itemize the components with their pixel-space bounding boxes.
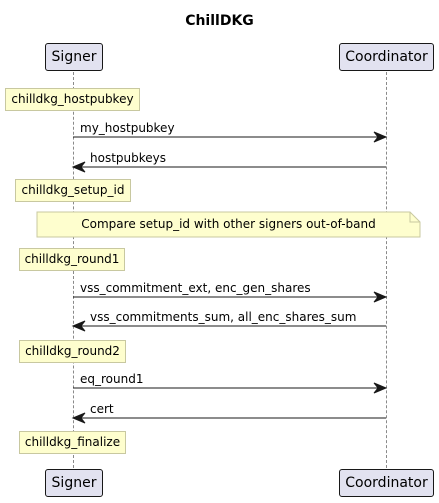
note-chilldkg-finalize: chilldkg_finalize	[19, 431, 126, 454]
label-round1-send: vss_commitment_ext, enc_gen_shares	[80, 281, 311, 295]
label-hostpubkeys: hostpubkeys	[90, 151, 167, 165]
label-round1-recv: vss_commitments_sum, all_enc_shares_sum	[90, 310, 357, 324]
signer-participant-top: Signer	[45, 43, 103, 71]
arrowhead-cert	[71, 412, 86, 424]
arrowhead-my-hostpubkey	[373, 131, 388, 143]
note-chilldkg-round2: chilldkg_round2	[19, 340, 126, 363]
note-chilldkg-setup-id: chilldkg_setup_id	[15, 179, 131, 202]
note-compare-setup-id: Compare setup_id with other signers out-…	[81, 217, 376, 231]
coordinator-lifeline	[386, 72, 387, 468]
note-compare-shape	[36, 211, 421, 238]
arrowhead-hostpubkeys	[71, 161, 86, 173]
arrowhead-round1-send	[373, 291, 388, 303]
label-cert: cert	[90, 402, 114, 416]
label-my-hostpubkey: my_hostpubkey	[80, 121, 175, 135]
signer-participant-bottom: Signer	[45, 469, 103, 497]
diagram-title: ChillDKG	[185, 13, 254, 29]
coordinator-participant-bottom: Coordinator	[339, 469, 434, 497]
label-eq-round1: eq_round1	[80, 372, 144, 386]
arrowhead-round1-recv	[71, 320, 86, 332]
note-chilldkg-hostpubkey: chilldkg_hostpubkey	[5, 88, 140, 111]
note-compare-fold	[409, 212, 420, 223]
arrowhead-eq-round1	[373, 382, 388, 394]
note-chilldkg-round1: chilldkg_round1	[19, 248, 125, 271]
coordinator-participant-top: Coordinator	[339, 43, 434, 71]
